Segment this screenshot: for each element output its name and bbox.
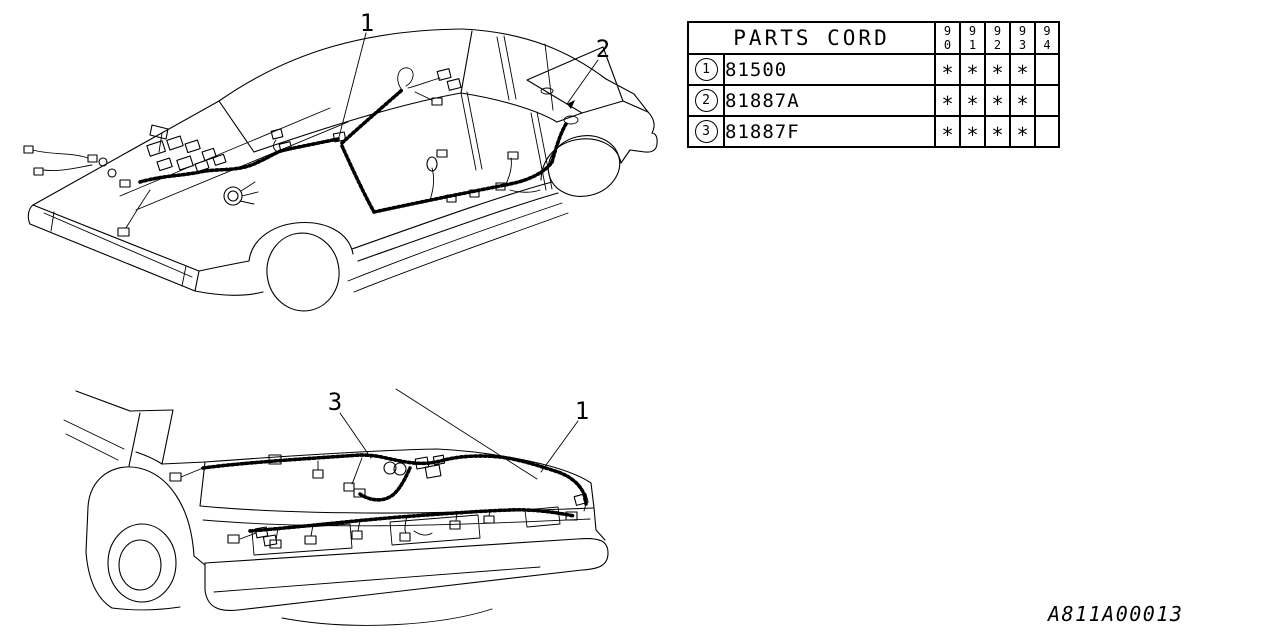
part-number: 81500 xyxy=(723,53,936,86)
callout-1-leader xyxy=(337,32,367,142)
car-body-rear-view xyxy=(63,388,609,626)
applicability-mark: * xyxy=(941,91,954,116)
year-column-90: 90 xyxy=(940,24,955,52)
applicability-mark: * xyxy=(941,122,954,147)
year-column-94: 94 xyxy=(1040,24,1054,52)
applicability-mark: * xyxy=(1016,122,1029,147)
callout-1-label: 1 xyxy=(360,9,374,37)
year-column-91: 91 xyxy=(965,24,980,52)
trunk-harness xyxy=(169,453,589,512)
applicability-mark: * xyxy=(1016,60,1029,85)
ref-number-badge: 1 xyxy=(694,58,718,81)
callout-2-leader xyxy=(566,59,599,105)
applicability-mark: * xyxy=(966,122,979,147)
cabin-floor-harness xyxy=(340,67,568,214)
parts-table-title: PARTS CORD xyxy=(687,21,936,55)
callout-1-front: 1 xyxy=(337,9,374,142)
year-column-93: 93 xyxy=(1015,24,1030,52)
applicability-mark: * xyxy=(1016,91,1029,116)
table-row: 2 81887A * * * * xyxy=(687,84,1060,117)
applicability-mark: * xyxy=(991,122,1004,147)
callout-3-leader xyxy=(339,412,372,459)
rear-panel-harness xyxy=(227,508,578,549)
callout-3-rear: 3 xyxy=(328,388,372,459)
ref-number-badge: 3 xyxy=(694,120,718,143)
callout-1-rear-leader xyxy=(540,420,579,473)
year-column-92: 92 xyxy=(990,24,1005,52)
applicability-mark: * xyxy=(941,60,954,85)
callout-2-arrowhead xyxy=(567,100,575,109)
applicability-mark: * xyxy=(966,91,979,116)
table-row: 3 81887F * * * * xyxy=(687,115,1060,148)
trunk-lid-stay-line xyxy=(395,388,538,480)
applicability-mark: * xyxy=(991,91,1004,116)
applicability-mark: * xyxy=(991,60,1004,85)
callout-2-front: 2 xyxy=(566,35,610,109)
diagram-code: A811A00013 xyxy=(1048,602,1184,626)
parts-table: PARTS CORD 90 91 92 93 94 1 81500 * * * … xyxy=(687,21,1060,148)
part-number: 81887A xyxy=(723,84,936,117)
car-body-front-view xyxy=(27,28,658,312)
callout-1-rear-label: 1 xyxy=(575,397,589,425)
table-row: 1 81500 * * * * xyxy=(687,53,1060,86)
ref-number-badge: 2 xyxy=(694,89,718,112)
callout-1-rear: 1 xyxy=(540,397,589,473)
engine-bay-harness xyxy=(23,124,347,237)
callout-2-label: 2 xyxy=(596,35,610,63)
part-number: 81887F xyxy=(723,115,936,148)
callout-3-label: 3 xyxy=(328,388,342,416)
applicability-mark: * xyxy=(966,60,979,85)
